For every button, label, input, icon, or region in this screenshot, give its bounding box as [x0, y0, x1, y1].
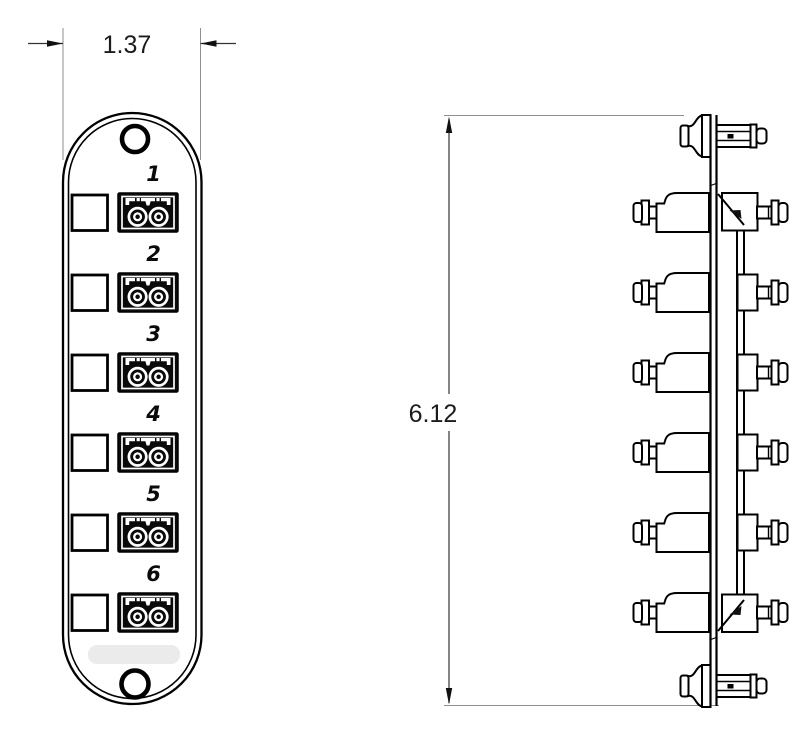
height-dimension: 6.12: [409, 115, 719, 706]
adapter-side-front-housing: [736, 433, 759, 472]
dimension-arrow-up: [445, 116, 453, 133]
lc-duplex-adapter-front: [116, 271, 180, 314]
width-dimension-value: 1.37: [103, 31, 152, 59]
connector-knob: [756, 439, 789, 466]
mounting-cutout-square: [70, 513, 109, 552]
adapter-side-rear: [632, 272, 710, 313]
lc-duplex-adapter-front: [116, 511, 180, 554]
adapter-side-rear: [632, 512, 710, 553]
port-number-label: 3: [146, 322, 161, 346]
panel-outline-outer: [61, 111, 203, 706]
connector-knob: [756, 359, 789, 386]
connector-knob: [756, 279, 789, 306]
side-view: [632, 114, 789, 708]
connector-knob: [756, 199, 789, 226]
dimension-arrow-right: [200, 40, 217, 47]
mounting-cutout-square: [70, 593, 109, 632]
mounting-cutout-square: [70, 273, 109, 312]
adapter-side-front-housing: [736, 353, 759, 392]
width-dimension: 1.37: [28, 28, 236, 160]
dimension-arrow-left: [47, 40, 63, 47]
lc-duplex-adapter-front: [116, 431, 180, 474]
lc-duplex-adapter-front: [116, 191, 180, 234]
faint-label-area: [88, 645, 180, 664]
lc-duplex-adapter-front: [116, 351, 180, 394]
adapter-side-rear: [632, 352, 710, 393]
bracket-bend-top: [717, 193, 745, 226]
spring-plunger-bottom: [679, 664, 768, 708]
front-view: 1 2 3 4 5 6: [61, 111, 203, 706]
mounting-hole-bottom: [119, 668, 151, 700]
mounting-cutout-square: [70, 193, 109, 232]
dimension-arrow-down: [445, 688, 453, 705]
lc-duplex-adapter-front: [116, 591, 180, 634]
port-number-label: 5: [146, 482, 161, 506]
bracket-weld-top: [729, 210, 742, 219]
bracket-weld-bottom: [729, 606, 742, 615]
spring-plunger-top: [679, 114, 768, 158]
mounting-hole-top: [119, 123, 151, 155]
port-number-label: 1: [146, 162, 161, 186]
connector-knob: [756, 599, 789, 626]
adapter-side-rear: [632, 592, 710, 633]
bracket-bend-bottom: [717, 599, 745, 632]
adapter-side-front-housing: [736, 513, 759, 552]
connector-knob: [756, 519, 789, 546]
mounting-cutout-square: [70, 353, 109, 392]
height-dimension-value: 6.12: [409, 400, 458, 428]
panel-joint-mark-top: [709, 182, 718, 187]
port-number-label: 4: [145, 402, 161, 426]
panel-joint-mark-bottom: [709, 636, 718, 641]
adapter-side-rear: [632, 432, 710, 473]
adapter-side-rear: [632, 192, 710, 233]
adapter-side-front-housing: [736, 273, 759, 312]
port-number-label: 2: [146, 242, 161, 266]
port-number-label: 6: [146, 562, 161, 586]
mounting-cutout-square: [70, 433, 109, 472]
